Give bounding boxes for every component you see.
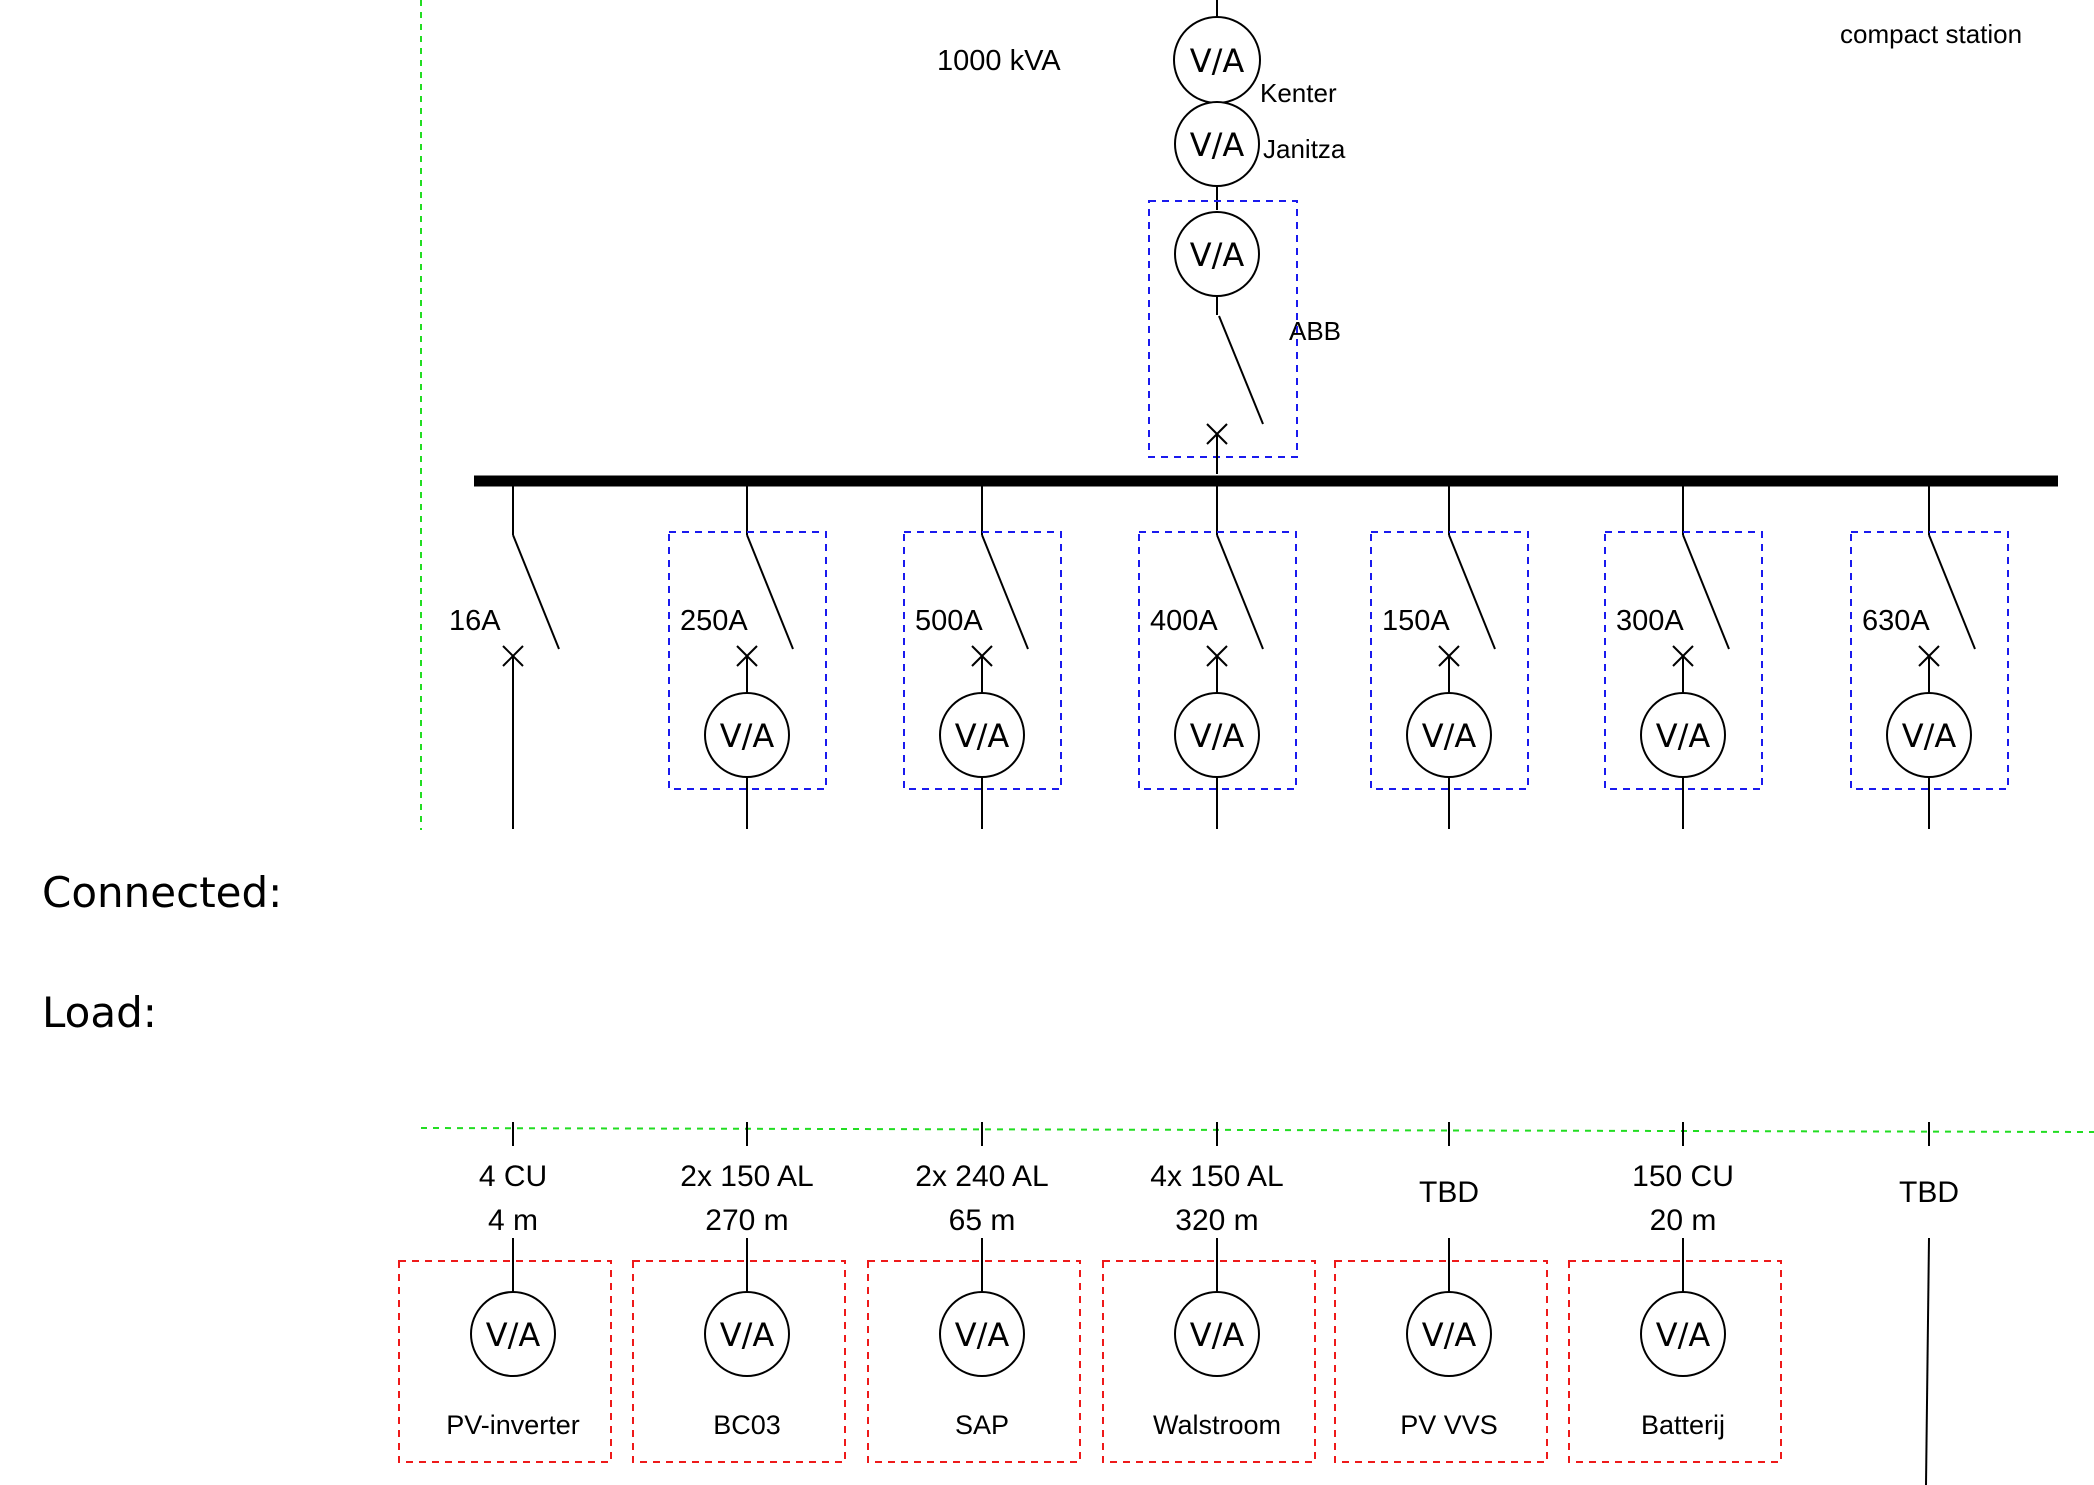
cable-length-label: 4 m: [488, 1204, 538, 1237]
load-box: [1568, 1260, 1782, 1463]
load-name-label: BC03: [713, 1410, 781, 1440]
load-name-label: Walstroom: [1153, 1410, 1281, 1440]
feeder-switch-blade: [1928, 534, 1976, 650]
feeder-panel-box: [903, 531, 1062, 790]
cable-length-label: 65 m: [949, 1204, 1016, 1237]
feeder-panel-box: [1370, 531, 1529, 790]
feeder-rating-label: 400A: [1150, 605, 1218, 637]
incoming-panel-box: [1148, 200, 1298, 458]
feeder-meter-symbol: V/A: [720, 717, 775, 755]
feeder-7: 630A V/A TBD: [1850, 486, 2009, 1485]
feeder-5: 150A V/A TBD V/A PV VVS: [1334, 486, 1548, 1463]
feeder-panel-box: [1604, 531, 1763, 790]
cable-spec-label: 2x 150 AL: [680, 1160, 813, 1193]
feeder-rating-label: 150A: [1382, 605, 1450, 637]
load-box: [632, 1260, 846, 1463]
cable-spec-label: 2x 240 AL: [915, 1160, 1048, 1193]
incoming-meter-symbol: V/A: [1190, 236, 1245, 274]
connected-label: Connected:: [42, 868, 283, 917]
load-open-line: [1925, 1237, 1930, 1485]
feeder-meter-symbol: V/A: [955, 717, 1010, 755]
feeders: 16A 4 CU 4 m V/A PV-inverter 250A V/A 2x 150 AL…: [398, 486, 2009, 1485]
load-name-label: PV-inverter: [446, 1410, 580, 1440]
feeder-4: 400A V/A 4x 150 AL 320 m V/A Walstroom: [1102, 486, 1316, 1463]
load-meter-symbol: V/A: [1656, 1316, 1711, 1354]
load-meter-symbol: V/A: [1422, 1316, 1477, 1354]
feeder-rating-label: 250A: [680, 605, 748, 637]
feeder-3: 500A V/A 2x 240 AL 65 m V/A SAP: [867, 486, 1081, 1463]
incoming-meter-circle: [1174, 211, 1260, 297]
feeder-2: 250A V/A 2x 150 AL 270 m V/A BC03: [632, 486, 846, 1463]
feeder-switch-blade: [1682, 534, 1730, 650]
feeder-switch-blade: [1216, 534, 1264, 650]
cable-spec-label: TBD: [1419, 1176, 1479, 1209]
load-box: [1102, 1260, 1316, 1463]
cable-length-label: 20 m: [1650, 1204, 1717, 1237]
load-meter-symbol: V/A: [1190, 1316, 1245, 1354]
load-meter-symbol: V/A: [955, 1316, 1010, 1354]
feeder-6: 300A V/A 150 CU 20 m V/A Batterij: [1568, 486, 1782, 1463]
feeder-rating-label: 630A: [1862, 605, 1930, 637]
load-meter-circle: [939, 1291, 1025, 1377]
meter-kenter-symbol: V/A: [1190, 42, 1245, 80]
load-meter-circle: [704, 1291, 790, 1377]
load-box: [867, 1260, 1081, 1463]
meter-janitza-symbol: V/A: [1190, 126, 1245, 164]
meter-kenter: V/A: [1173, 16, 1261, 104]
feeder-meter-symbol: V/A: [1656, 717, 1711, 755]
incoming-meter: V/A: [1174, 211, 1260, 297]
feeder-panel-box: [1138, 531, 1297, 790]
load-name-label: PV VVS: [1400, 1410, 1498, 1440]
feeder-panel-box: [668, 531, 827, 790]
incoming-switch-blade: [1218, 315, 1264, 425]
load-box: [398, 1260, 612, 1463]
station-boundary-bottom: [420, 1127, 2094, 1133]
feeder-rating-label: 500A: [915, 605, 983, 637]
meter-janitza: V/A: [1174, 101, 1260, 187]
station-title: compact station: [1840, 19, 2022, 49]
feeder-switch-blade: [512, 534, 560, 650]
load-name-label: SAP: [955, 1410, 1009, 1440]
meter-janitza-circle: [1174, 101, 1260, 187]
load-meter-symbol: V/A: [486, 1316, 541, 1354]
cable-spec-label: 4 CU: [479, 1160, 547, 1193]
cable-spec-label: TBD: [1899, 1176, 1959, 1209]
cable-spec-label: 4x 150 AL: [1150, 1160, 1283, 1193]
load-box: [1334, 1260, 1548, 1463]
transformer-rating: 1000 kVA: [937, 45, 1061, 77]
feeder-rating-label: 16A: [449, 605, 501, 637]
feeder-rating-label: 300A: [1616, 605, 1684, 637]
feeder-switch-blade: [1448, 534, 1496, 650]
load-meter-circle: [1406, 1291, 1492, 1377]
cable-spec-label: 150 CU: [1632, 1160, 1734, 1193]
feeder-1: 16A 4 CU 4 m V/A PV-inverter: [398, 486, 612, 1463]
load-meter-circle: [1640, 1291, 1726, 1377]
feeder-switch-blade: [981, 534, 1029, 650]
feeder-meter-symbol: V/A: [1190, 717, 1245, 755]
load-meter-circle: [470, 1291, 556, 1377]
feeder-meter-symbol: V/A: [1422, 717, 1477, 755]
cable-length-label: 270 m: [705, 1204, 788, 1237]
meter-kenter-label: Kenter: [1260, 78, 1337, 108]
load-meter-symbol: V/A: [720, 1316, 775, 1354]
load-meter-circle: [1174, 1291, 1260, 1377]
meter-janitza-label: Janitza: [1263, 134, 1346, 164]
load-name-label: Batterij: [1641, 1410, 1725, 1440]
feeder-switch-blade: [746, 534, 794, 650]
load-label: Load:: [42, 988, 157, 1037]
cable-length-label: 320 m: [1175, 1204, 1258, 1237]
feeder-panel-box: [1850, 531, 2009, 790]
feeder-meter-symbol: V/A: [1902, 717, 1957, 755]
